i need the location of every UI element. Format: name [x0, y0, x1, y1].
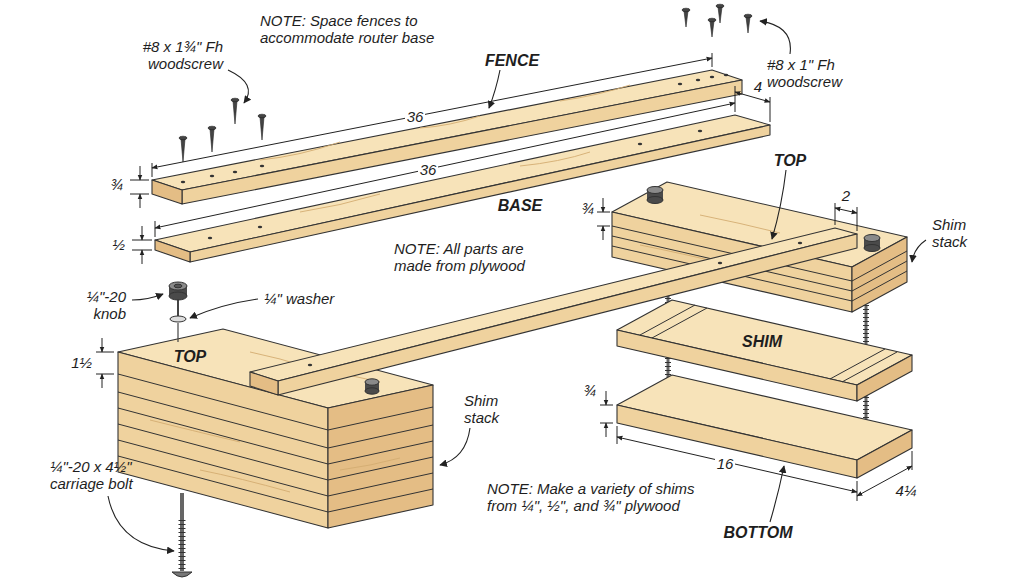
dimension-label: 4 [752, 78, 764, 95]
note-text: NOTE: Make a variety of shims from ¼", ½… [485, 480, 704, 514]
dimension-label: 1½ [69, 354, 94, 371]
callout-label: Shim stack [462, 392, 518, 426]
dimension-label: 36 [418, 161, 439, 178]
part-name: BASE [496, 197, 544, 215]
callout-label: #8 x 1¾" Fh woodscrew [106, 38, 225, 72]
dimension-label: 2 [840, 187, 852, 204]
part-name: TOP [172, 348, 209, 366]
dimension-label: ½ [110, 236, 127, 253]
callout-label: ¼"-20 x 4½" carriage bolt [48, 458, 164, 492]
dimension-label: 4¼ [894, 482, 919, 499]
note-text: NOTE: All parts are made from plywood [392, 240, 546, 274]
note-text: NOTE: Space fences to accommodate router… [258, 12, 502, 46]
dimension-label: ¾ [108, 176, 125, 193]
part-name: SHIM [740, 333, 784, 351]
dimension-label: ¾ [579, 200, 596, 217]
part-name: TOP [772, 152, 809, 170]
part-name: FENCE [483, 52, 541, 70]
callout-label: #8 x 1" Fh woodscrew [765, 56, 879, 90]
callout-label: ¼" washer [262, 290, 336, 307]
dimension-label: 36 [405, 108, 426, 125]
part-name: BOTTOM [721, 524, 794, 542]
dimension-label: 16 [715, 455, 736, 472]
callout-label: Shim stack [930, 216, 986, 250]
callout-label: ¼"-20 knob [54, 288, 128, 322]
dimension-label: ¾ [581, 382, 598, 399]
